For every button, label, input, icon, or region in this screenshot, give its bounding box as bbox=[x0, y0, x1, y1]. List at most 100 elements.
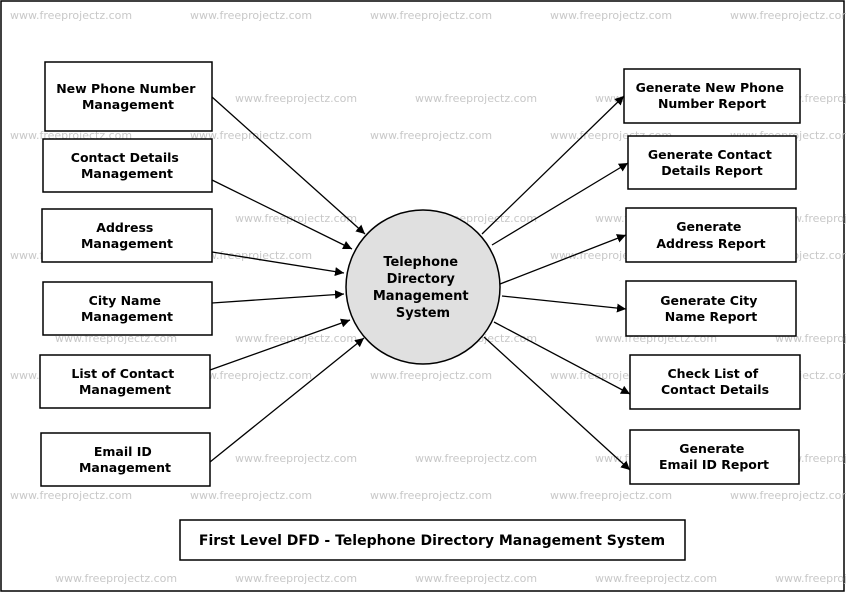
process-label-line: Management bbox=[81, 236, 173, 251]
arrow-city-name-to-system bbox=[211, 290, 345, 304]
watermark-text: www.freeprojectz.com bbox=[550, 9, 672, 22]
process-label-line: Management bbox=[82, 97, 174, 112]
watermark-text: www.freeprojectz.com bbox=[775, 572, 846, 585]
process-label-line: City Name bbox=[89, 293, 161, 308]
process-label-line: Name Report bbox=[665, 309, 758, 324]
svg-text:Generate City Name Rep: Generate City Name Report bbox=[660, 293, 761, 324]
watermark-text: www.freeprojectz.com bbox=[190, 129, 312, 142]
watermark-text: www.freeprojectz.com bbox=[190, 9, 312, 22]
process-label-line: Management bbox=[81, 166, 173, 181]
watermark-text: www.freeprojectz.com bbox=[190, 249, 312, 262]
process-label-line: Generate bbox=[676, 219, 741, 234]
central-process-label-line: Management bbox=[373, 289, 469, 304]
watermark-text: www.freeprojectz.com bbox=[190, 369, 312, 382]
process-label-line: Contact Details bbox=[661, 382, 769, 397]
process-box bbox=[625, 280, 797, 337]
arrow-new-phone-to-system bbox=[211, 96, 366, 235]
title-frame bbox=[179, 519, 686, 561]
process-label-line: Check List of bbox=[667, 366, 758, 381]
watermark-text: www.freeprojectz.com bbox=[55, 572, 177, 585]
process-label-line: Number Report bbox=[658, 96, 766, 111]
process-generate-new-phone-number-report: Generate New Phone Number Report bbox=[623, 68, 801, 124]
diagram-title: First Level DFD - Telephone Directory Ma… bbox=[199, 533, 665, 549]
svg-text:City Name Management: City Name Management bbox=[81, 293, 173, 324]
arrow-system-to-city-report bbox=[501, 295, 627, 313]
watermark-text: www.freeprojectz.com bbox=[415, 572, 537, 585]
process-generate-email-id-report: Generate Email ID Report bbox=[629, 429, 800, 485]
process-box bbox=[42, 138, 213, 193]
process-box bbox=[42, 281, 213, 336]
process-label-line: Details Report bbox=[661, 163, 762, 178]
process-box bbox=[39, 354, 211, 409]
arrow-address-to-system bbox=[211, 251, 345, 277]
process-label-line: Contact Details bbox=[71, 150, 179, 165]
arrow-system-to-address-report bbox=[499, 234, 627, 285]
process-label-line: Management bbox=[79, 460, 171, 475]
arrow-email-to-system bbox=[209, 337, 365, 463]
arrow-system-to-new-phone-report bbox=[481, 95, 625, 235]
process-box bbox=[627, 135, 797, 190]
watermark-text: www.freeprojectz.com bbox=[190, 489, 312, 502]
svg-text:Generate New Phone Num: Generate New Phone Number Report bbox=[636, 80, 789, 111]
watermark-text: www.freeprojectz.com bbox=[595, 572, 717, 585]
process-label-line: Generate City bbox=[660, 293, 757, 308]
diagram-title-box: First Level DFD - Telephone Directory Ma… bbox=[179, 519, 686, 561]
watermark-text: www.freeprojectz.com bbox=[370, 489, 492, 502]
process-box bbox=[44, 61, 213, 132]
svg-text:Generate Email ID Repo: Generate Email ID Report bbox=[659, 441, 769, 472]
watermark-text: www.freeprojectz.com bbox=[370, 129, 492, 142]
process-email-id-management: Email ID Management bbox=[40, 432, 211, 487]
process-box bbox=[629, 429, 800, 485]
process-box bbox=[40, 432, 211, 487]
watermark-text: www.freeprojectz.com bbox=[235, 452, 357, 465]
left-process-group: New Phone Number Management Contact Deta… bbox=[39, 61, 213, 487]
watermark-text: www.freeprojectz.com bbox=[730, 9, 846, 22]
process-address-management: Address Management bbox=[41, 208, 213, 263]
watermark-text: www.freeprojectz.com bbox=[415, 92, 537, 105]
svg-text:Address Management: Address Management bbox=[81, 220, 173, 251]
arrow-system-to-contact-report bbox=[491, 162, 629, 246]
process-label-line: Management bbox=[81, 309, 173, 324]
watermark-text: www.freeprojectz.com bbox=[415, 452, 537, 465]
process-generate-address-report: Generate Address Report bbox=[625, 207, 797, 263]
process-list-of-contact-management: List of Contact Management bbox=[39, 354, 211, 409]
svg-text:Check List of Contact: Check List of Contact Details bbox=[661, 366, 769, 397]
svg-text:Contact Details Manage: Contact Details Management bbox=[71, 150, 183, 181]
process-label-line: Email ID bbox=[94, 444, 152, 459]
svg-text:List of Contact Manage: List of Contact Management bbox=[71, 366, 178, 397]
process-label-line: New Phone Number bbox=[56, 81, 196, 96]
arrow-system-to-check-list bbox=[493, 321, 631, 395]
svg-text:New Phone Number Manag: New Phone Number Management bbox=[56, 81, 200, 112]
svg-text:Email ID Management: Email ID Management bbox=[79, 444, 171, 475]
central-process-label-line: Directory bbox=[387, 272, 456, 287]
arrow-contact-details-to-system bbox=[211, 179, 353, 250]
process-label-line: Address Report bbox=[656, 236, 765, 251]
arrow-system-to-email-report bbox=[483, 336, 631, 471]
process-generate-city-name-report: Generate City Name Report bbox=[625, 280, 797, 337]
watermark-text: www.freeprojectz.com bbox=[235, 92, 357, 105]
process-label-line: Address bbox=[96, 220, 153, 235]
process-generate-contact-details-report: Generate Contact Details Report bbox=[627, 135, 797, 190]
watermark-text: www.freeprojectz.com bbox=[370, 369, 492, 382]
data-flow-arrows bbox=[209, 95, 631, 471]
process-label-line: Management bbox=[79, 382, 171, 397]
watermark-text: www.freeprojectz.com bbox=[235, 212, 357, 225]
watermark-text: www.freeprojectz.com bbox=[10, 489, 132, 502]
process-label-line: Generate Contact bbox=[648, 147, 772, 162]
process-box bbox=[629, 354, 801, 410]
central-process-circle bbox=[345, 209, 501, 365]
process-label-line: Email ID Report bbox=[659, 457, 769, 472]
right-process-group: Generate New Phone Number Report Generat… bbox=[623, 68, 801, 485]
process-box bbox=[41, 208, 213, 263]
process-label-line: Generate New Phone bbox=[636, 80, 784, 95]
process-box bbox=[625, 207, 797, 263]
central-process-label-line: Telephone bbox=[383, 255, 458, 270]
watermark-text: www.freeprojectz.com bbox=[550, 489, 672, 502]
watermark-text: www.freeprojectz.com bbox=[235, 572, 357, 585]
process-box bbox=[623, 68, 801, 124]
svg-text:Generate Address Repor: Generate Address Report bbox=[656, 219, 765, 251]
watermark-text: www.freeprojectz.com bbox=[370, 9, 492, 22]
process-city-name-management: City Name Management bbox=[42, 281, 213, 336]
process-check-list-of-contact-details: Check List of Contact Details bbox=[629, 354, 801, 410]
